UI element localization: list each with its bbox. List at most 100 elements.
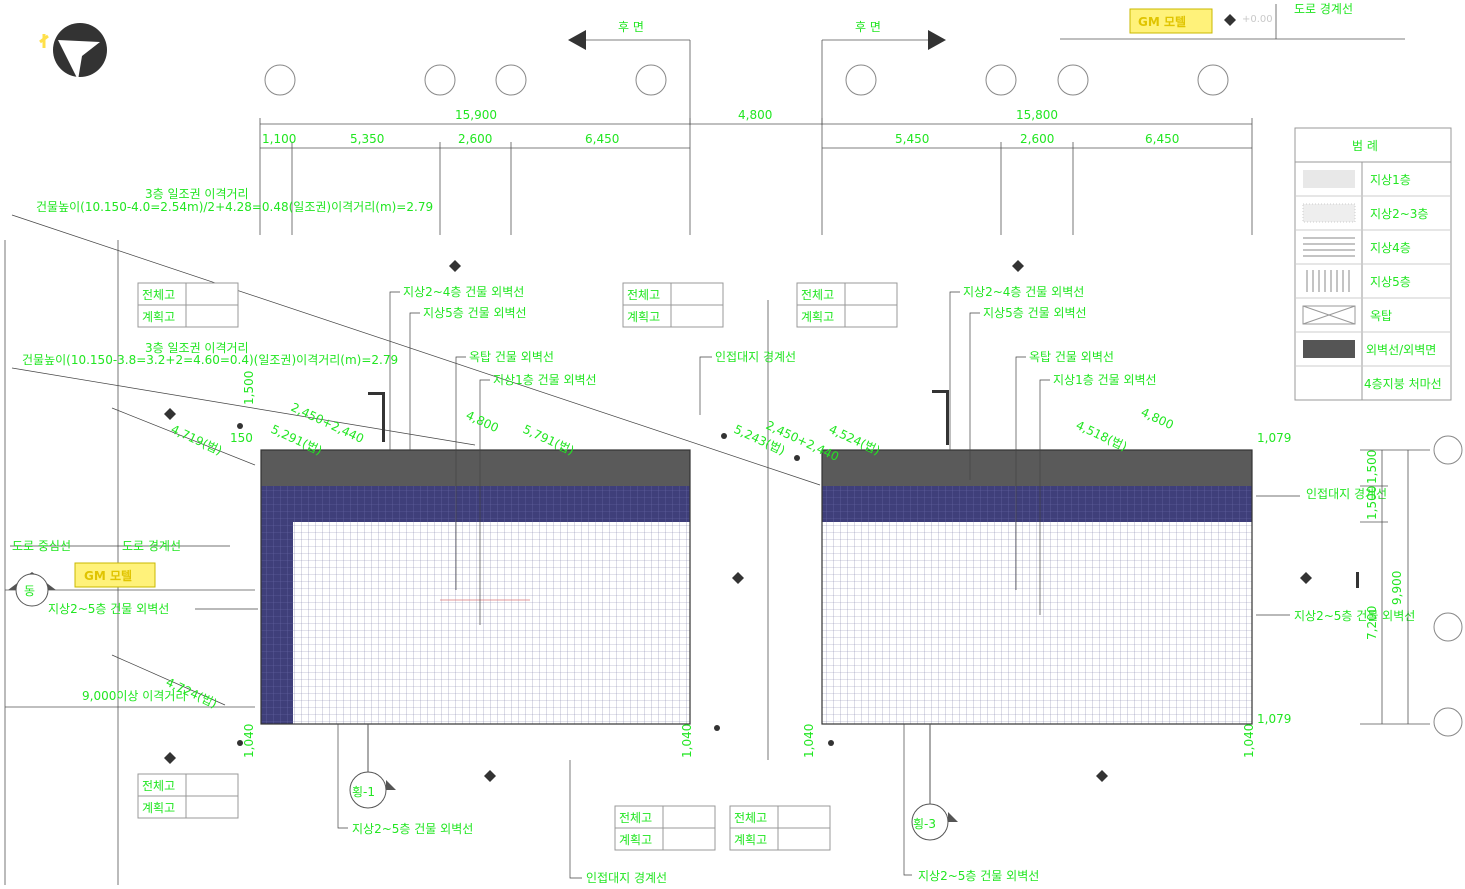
road-boundary-top: 도로 경계선 [1294,2,1353,16]
dim-right-seg-1: 5,450 [895,132,929,146]
setback-1-title: 3층 일조권 이격거리 [145,187,249,201]
top-dimensions: 15,900 4,800 15,800 1,100 5,350 2,600 6,… [259,108,1253,235]
svg-text:지상5층 건물 외벽선: 지상5층 건물 외벽선 [983,306,1087,320]
svg-text:전체고: 전체고 [142,779,175,793]
svg-text:1,040: 1,040 [680,724,694,758]
legend-label-1: 지상1층 [1370,173,1411,187]
gm-motel-badge-left-text: GM 모텔 [84,569,132,583]
svg-text:전체고: 전체고 [142,288,175,302]
dim-left-seg-3: 2,600 [458,132,492,146]
legend-label-2: 지상2~3층 [1370,207,1428,221]
dim-left-seg-4: 6,450 [585,132,619,146]
svg-text:9,900: 9,900 [1390,571,1404,605]
legend-label-3: 지상4층 [1370,241,1411,255]
dim-right-seg-3: 6,450 [1145,132,1179,146]
dim-left-total: 15,900 [455,108,497,122]
svg-text:횡-3: 횡-3 [913,817,936,831]
rear-label-left: 후 면 [618,20,644,34]
gm-motel-badge-top-text: GM 모텔 [1138,15,1186,29]
svg-text:1,500: 1,500 [1365,450,1379,484]
rear-arrow-left: 후 면 [568,20,691,125]
rear-label-right: 후 면 [855,20,881,34]
legend-swatch-5 [1302,305,1356,325]
setback-2-formula: 건물높이(10.150-3.8=3.2+2=4.60=0.4)(일조권)이격거리… [22,353,398,367]
side-dimensions: 1,500 1,500 9,900 7,200 1,079 1,079 1,04… [230,371,1430,758]
svg-text:계획고: 계획고 [801,310,834,324]
setback-1-formula: 건물높이(10.150-4.0=2.54m)/2+4.28=0.48(일조권)이… [36,200,433,214]
svg-text:1,079: 1,079 [1257,431,1291,445]
height-table-5: 전체고 계획고 [614,805,716,851]
svg-text:지상2~4층 건물 외벽선: 지상2~4층 건물 외벽선 [403,285,524,299]
svg-text:지상2~5층 건물 외벽선: 지상2~5층 건물 외벽선 [1294,609,1415,623]
height-table-4: 전체고 계획고 [137,773,239,819]
svg-text:1,040: 1,040 [1242,724,1256,758]
site-line-top: 인접대지 경계선 [715,350,796,364]
svg-text:1,040: 1,040 [242,724,256,758]
svg-text:지상2~5층 건물 외벽선: 지상2~5층 건물 외벽선 [918,869,1039,883]
legend-swatch-2 [1302,203,1356,223]
callouts-right: 지상2~4층 건물 외벽선 지상5층 건물 외벽선 옥탑 건물 외벽선 지상1층… [903,285,1415,883]
legend-label-6: 외벽선/외벽면 [1366,343,1436,357]
rear-arrow-right: 후 면 [821,20,946,125]
svg-text:4,800: 4,800 [464,408,501,435]
svg-text:7,200: 7,200 [1365,606,1379,640]
svg-text:150: 150 [230,431,253,445]
svg-text:전체고: 전체고 [627,288,660,302]
building-left [260,449,691,725]
road-center-line: 도로 중심선 [12,539,71,553]
svg-text:지상2~4층 건물 외벽선: 지상2~4층 건물 외벽선 [963,285,1084,299]
svg-text:동: 동 [24,584,35,598]
legend-swatch-3 [1303,237,1355,257]
site-line-bottom: 인접대지 경계선 [586,871,667,885]
svg-text:옥탑 건물 외벽선: 옥탑 건물 외벽선 [1029,350,1114,364]
svg-text:1,079: 1,079 [1257,712,1291,726]
east-marker: 동 [8,572,56,607]
svg-text:계획고: 계획고 [142,310,175,324]
svg-text:횡-1: 횡-1 [352,785,375,799]
svg-text:지상1층 건물 외벽선: 지상1층 건물 외벽선 [493,373,597,387]
svg-text:4,719(법): 4,719(법) [169,422,225,458]
dim-right-total: 15,800 [1016,108,1058,122]
svg-text:지상5층 건물 외벽선: 지상5층 건물 외벽선 [423,306,527,320]
gm-motel-badge-left [74,562,156,588]
legend-label-5: 옥탑 [1370,309,1392,323]
svg-text:계획고: 계획고 [619,833,652,847]
height-table-3: 전체고 계획고 [796,282,898,328]
dim-left-seg-1: 1,100 [262,132,296,146]
svg-text:전체고: 전체고 [734,811,767,825]
section-marker-1: 횡-1 [349,724,396,809]
setback-3: 9,000이상 이격거리 [82,689,186,703]
svg-text:1,500: 1,500 [242,371,256,405]
svg-text:지상2~5층 건물 외벽선: 지상2~5층 건물 외벽선 [352,822,473,836]
svg-text:4,800: 4,800 [1139,405,1176,432]
level-markers [164,14,1359,782]
svg-text:옥탑 건물 외벽선: 옥탑 건물 외벽선 [469,350,554,364]
road-edge-line: 도로 경계선 [122,539,181,553]
svg-text:계획고: 계획고 [142,801,175,815]
svg-text:+0.00: +0.00 [1242,14,1273,25]
legend-label-7: 4층지붕 처마선 [1364,377,1442,391]
svg-text:1,040: 1,040 [802,724,816,758]
svg-text:4,518(법): 4,518(법) [1074,418,1130,454]
legend: 범 례 지상1층 지상2~3층 지상4층 지상5층 옥탑 외벽선/외벽면 4층지… [1294,127,1452,401]
height-table-6: 전체고 계획고 [729,805,831,851]
north-arrow-icon [39,23,107,80]
svg-text:계획고: 계획고 [627,310,660,324]
svg-text:전체고: 전체고 [801,288,834,302]
legend-swatch-1 [1303,170,1355,188]
legend-title: 범 례 [1352,139,1378,153]
grid-markers [264,64,1463,737]
section-marker-3: 횡-3 [911,724,958,841]
svg-text:계획고: 계획고 [734,833,767,847]
svg-text:지상2~5층 건물 외벽선: 지상2~5층 건물 외벽선 [48,602,169,616]
dim-right-seg-2: 2,600 [1020,132,1054,146]
setback-2-title: 3층 일조권 이격거리 [145,341,249,355]
svg-text:전체고: 전체고 [619,811,652,825]
height-table-2: 전체고 계획고 [622,282,724,328]
dim-left-seg-2: 5,350 [350,132,384,146]
callouts-left: 지상2~4층 건물 외벽선 지상5층 건물 외벽선 옥탑 건물 외벽선 지상1층… [48,285,597,836]
legend-swatch-6 [1303,340,1355,358]
legend-swatch-4 [1306,270,1350,292]
height-table-1: 전체고 계획고 [137,282,239,328]
